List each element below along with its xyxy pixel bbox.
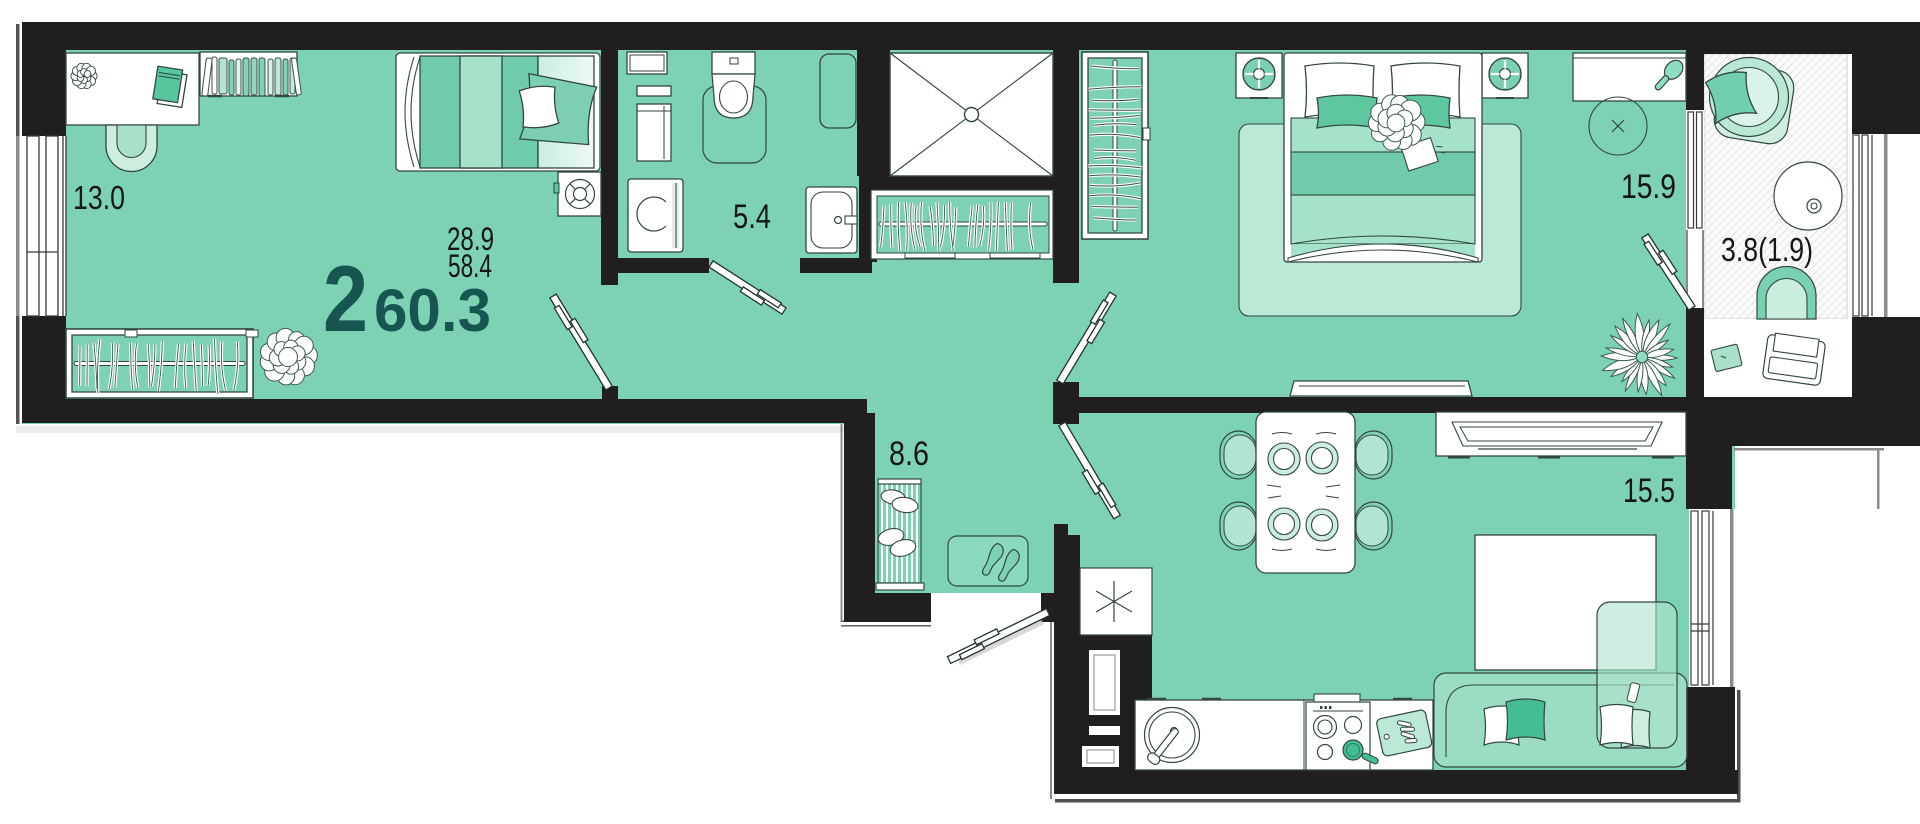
svg-text:60.3: 60.3	[374, 277, 491, 344]
svg-text:15.5: 15.5	[1623, 472, 1675, 510]
svg-text:58.4: 58.4	[448, 248, 492, 284]
svg-text:28.9: 28.9	[447, 221, 494, 257]
svg-text:15.9: 15.9	[1621, 168, 1676, 206]
svg-text:8.6: 8.6	[889, 435, 929, 473]
svg-text:13.0: 13.0	[73, 179, 125, 216]
svg-text:5.4: 5.4	[733, 198, 771, 236]
svg-text:2: 2	[323, 246, 368, 351]
svg-text:3.8(1.9): 3.8(1.9)	[1721, 231, 1813, 268]
